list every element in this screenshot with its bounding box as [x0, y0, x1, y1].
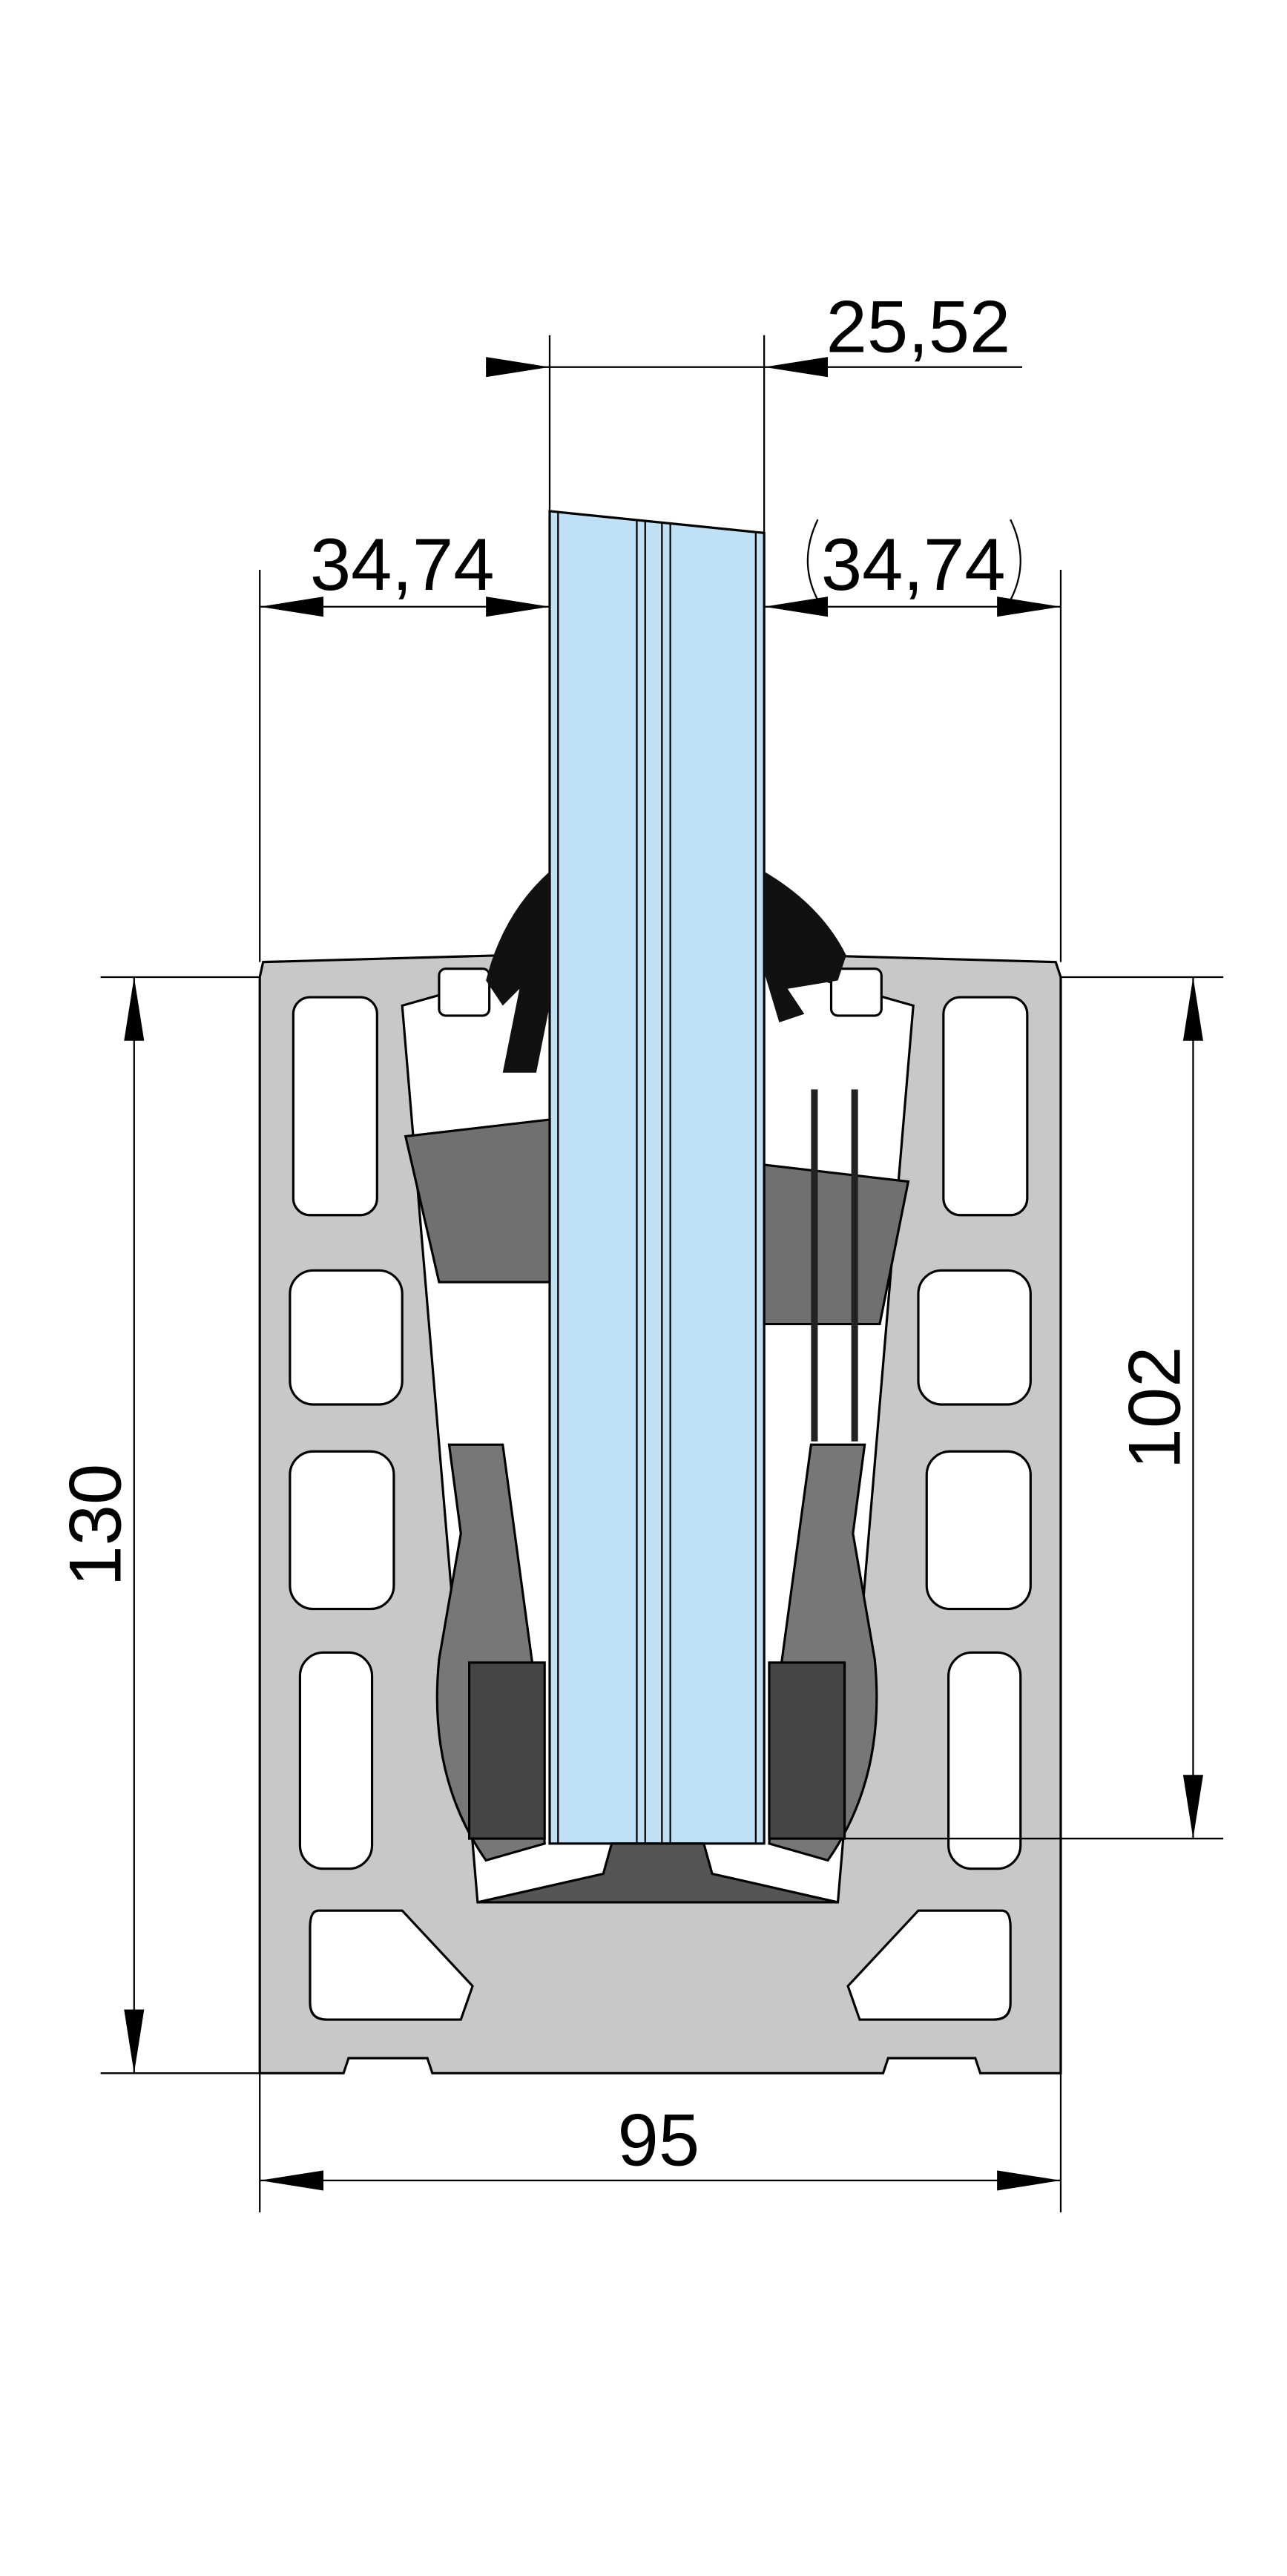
hole — [289, 1269, 404, 1406]
hole — [309, 1909, 474, 2021]
right-top-gasket — [764, 871, 846, 1022]
right-block — [768, 1661, 846, 1840]
slot — [438, 967, 491, 1017]
base-gasket — [477, 1842, 838, 1904]
dim-left-offset: 34,74 — [310, 524, 495, 606]
dim-channel-depth: 102 — [1113, 1347, 1196, 1470]
dimension-lines — [100, 335, 1224, 2212]
hole — [917, 1269, 1032, 1406]
hole — [942, 996, 1029, 1217]
left-top-gasket — [486, 871, 550, 1073]
hole — [292, 996, 378, 1217]
left-block — [467, 1661, 546, 1840]
hole — [846, 1909, 1012, 2021]
left-wedge — [404, 1118, 551, 1284]
dim-total-width: 95 — [618, 2100, 700, 2182]
dim-glass-thickness: 25,52 — [826, 286, 1011, 368]
right-wedge — [763, 1163, 910, 1326]
hole — [925, 1450, 1032, 1611]
glass-panel — [548, 510, 766, 1845]
dim-right-offset: 34,74 — [821, 524, 1006, 606]
hole — [947, 1651, 1022, 1870]
hole — [298, 1651, 374, 1870]
slot — [829, 967, 883, 1017]
hole — [289, 1450, 395, 1611]
dim-total-height: 130 — [55, 1464, 137, 1587]
